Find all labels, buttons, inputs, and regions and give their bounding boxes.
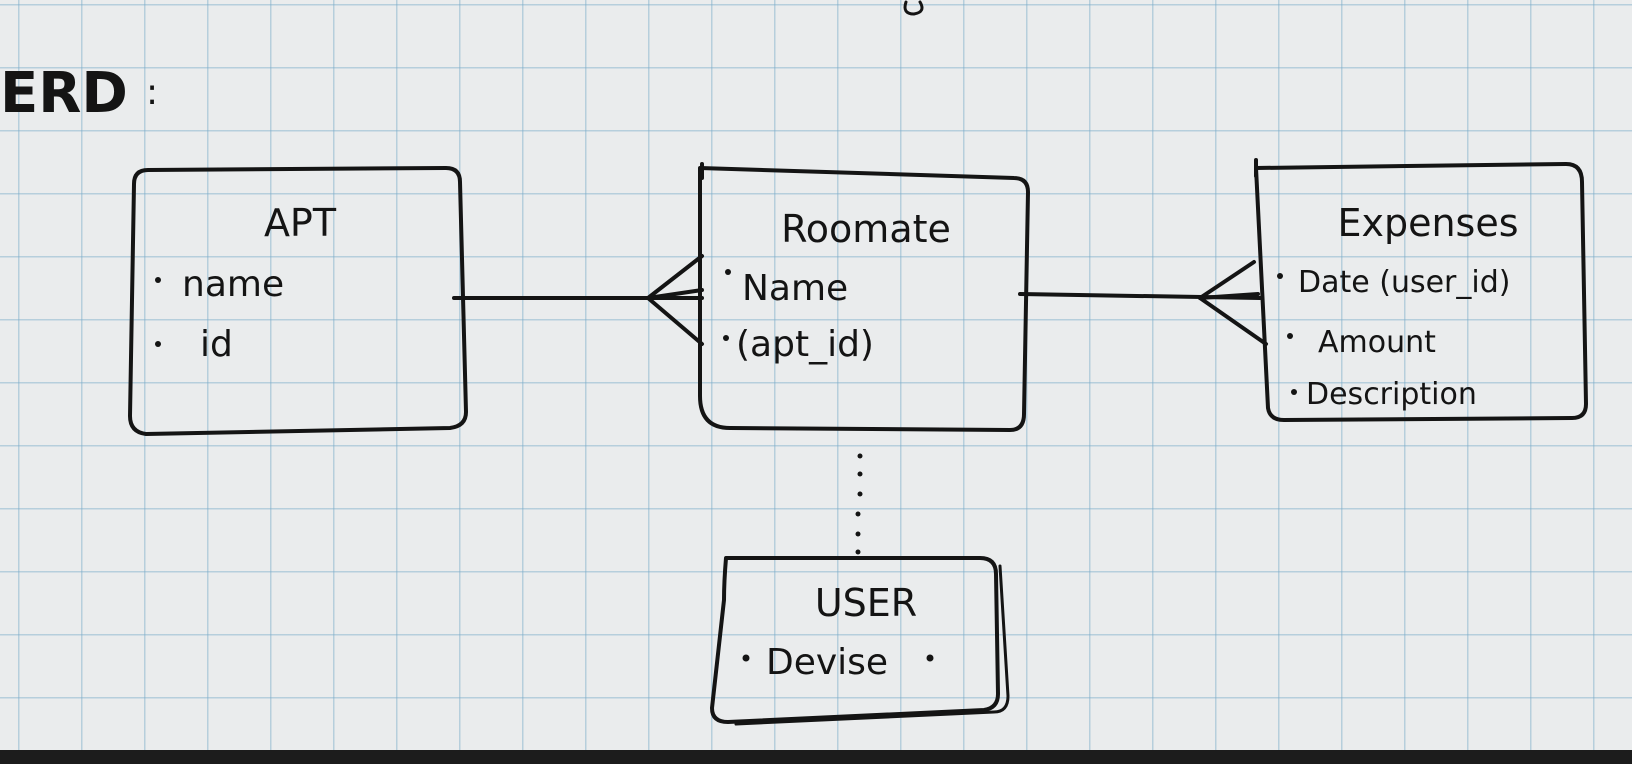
- bullet: [742, 654, 750, 662]
- bullet: [1291, 389, 1297, 395]
- entity-user-box-back: [734, 564, 1010, 726]
- entity-expenses-attr-amount: Amount: [1318, 325, 1436, 360]
- entity-apt-attr-name: name: [182, 264, 284, 305]
- entity-apt-title: APT: [264, 201, 337, 245]
- dot-mark: [857, 471, 863, 477]
- entity-apt-attr-id: id: [200, 324, 233, 365]
- entity-roomate-title: Roomate: [781, 207, 951, 251]
- crows-foot-middle: [646, 288, 704, 300]
- entity-user: USER Devise: [710, 556, 1010, 726]
- entity-expenses: Expenses Date (user_id) Amount Descripti…: [1254, 158, 1588, 422]
- bullet: [926, 654, 934, 662]
- dot-mark: [855, 511, 861, 517]
- entity-roomate-box: [698, 166, 1030, 432]
- diagram-title-colon: :: [146, 72, 158, 113]
- entity-roomate-attr-apt-id: (apt_id): [736, 324, 874, 365]
- relationship-roomate-user: [855, 453, 863, 555]
- entity-expenses-attr-date: Date (user_id): [1298, 265, 1510, 300]
- entity-user-title: USER: [815, 581, 917, 625]
- entity-apt: APT name id: [128, 166, 468, 436]
- entity-user-box: [710, 556, 1000, 724]
- crows-foot: [1198, 260, 1268, 346]
- dot-mark: [855, 531, 861, 537]
- bullet: [155, 341, 161, 347]
- bullet: [725, 269, 731, 275]
- entity-user-attr-devise: Devise: [766, 642, 888, 683]
- paper-bottom-edge: [0, 750, 1632, 764]
- entity-expenses-box: [1254, 162, 1588, 422]
- bullet: [723, 335, 729, 341]
- entity-roomate: Roomate Name (apt_id): [698, 162, 1030, 432]
- entity-expenses-attr-description: Description: [1306, 377, 1477, 412]
- diagram-title: ERD: [0, 61, 128, 126]
- bullet: [155, 277, 161, 283]
- entity-expenses-title: Expenses: [1337, 201, 1518, 245]
- dot-mark: [857, 453, 863, 459]
- dot-mark: [857, 491, 863, 497]
- bullet: [1277, 273, 1283, 279]
- bullet: [1287, 333, 1293, 339]
- entity-roomate-attr-name: Name: [742, 268, 848, 309]
- dot-mark: [855, 549, 861, 555]
- entity-apt-box: [128, 166, 468, 436]
- relationship-roomate-expenses: [1018, 260, 1268, 346]
- crows-foot-middle: [1198, 292, 1260, 300]
- relationship-apt-roomate: [452, 254, 704, 346]
- top-mark: [903, 0, 924, 16]
